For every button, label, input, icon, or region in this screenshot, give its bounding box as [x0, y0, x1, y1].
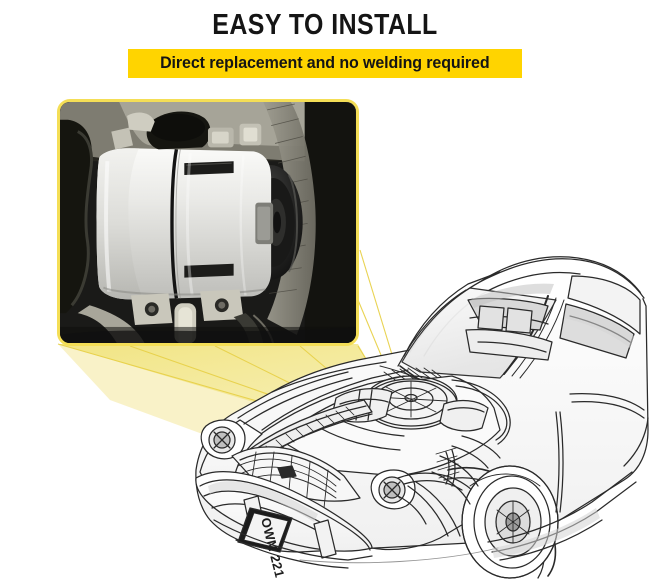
- subtitle-banner: Direct replacement and no welding requir…: [128, 49, 522, 78]
- page-title: EASY TO INSTALL: [212, 9, 438, 41]
- compressor-closeup-frame: [57, 99, 359, 346]
- subtitle-banner-text: Direct replacement and no welding requir…: [160, 54, 490, 72]
- compressor-closeup-photo: [60, 102, 356, 343]
